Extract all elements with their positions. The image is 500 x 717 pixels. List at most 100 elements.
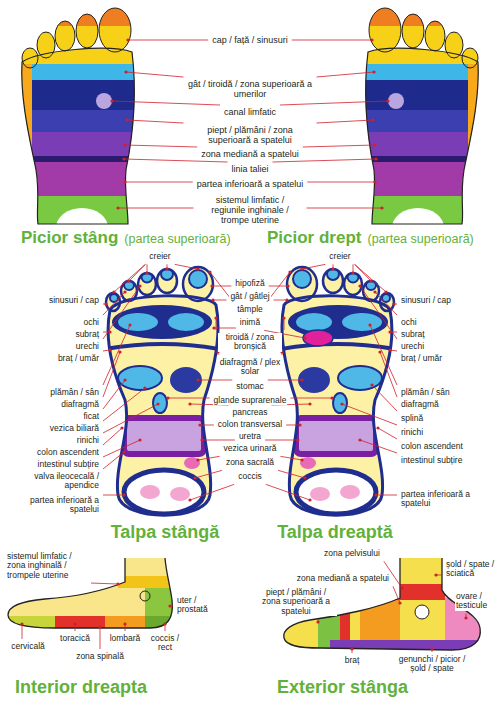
region-label: partea inferioară a spatelui xyxy=(20,496,100,515)
leader-dot xyxy=(188,402,191,405)
leader-dot xyxy=(123,378,126,381)
leader-line xyxy=(103,495,124,496)
section-heading: Talpa stângă xyxy=(110,523,221,543)
leader-line xyxy=(175,264,198,269)
leader-line xyxy=(200,425,214,426)
leader-line xyxy=(307,208,383,209)
region-label: tiroidă / zona bronșică xyxy=(218,333,282,352)
section-heading: Picior stâng xyxy=(20,229,119,248)
leader-line xyxy=(127,120,184,123)
leader-dot xyxy=(303,336,306,339)
leader-line xyxy=(195,470,222,478)
leader-line xyxy=(372,385,397,411)
region-label: diafragmă xyxy=(60,400,100,409)
region-label: toracică xyxy=(59,634,91,643)
region-label: zona mediană a spatelui xyxy=(200,150,300,160)
leader-dot xyxy=(300,378,303,381)
leader-dot xyxy=(288,270,291,273)
region-label: genunchi / picior / șold / spate xyxy=(391,655,473,674)
leader-dot xyxy=(188,498,191,501)
region-label: stomac xyxy=(235,382,264,391)
leader-dot xyxy=(285,298,288,301)
region-label: diafragmă xyxy=(400,400,440,409)
leader-dot xyxy=(298,423,301,426)
leader-dot xyxy=(210,284,213,287)
leader-line xyxy=(265,440,298,441)
section-subheading: (partea superioară) xyxy=(123,233,231,247)
leader-line xyxy=(118,208,194,209)
leader-line xyxy=(190,484,234,500)
leader-dot xyxy=(350,647,353,650)
leader-dot xyxy=(369,279,372,282)
region-label: ficat xyxy=(82,412,100,421)
leader-dot xyxy=(116,206,119,209)
leader-dot xyxy=(198,423,201,426)
region-label: gât / gâtlej xyxy=(229,292,270,301)
leader-line xyxy=(370,325,397,385)
leader-dot xyxy=(122,450,125,453)
leader-line xyxy=(360,286,397,339)
leader-line xyxy=(378,428,397,439)
leader-dot xyxy=(331,267,334,270)
leader-dot xyxy=(165,267,168,270)
leader-line xyxy=(202,440,235,441)
leader-line xyxy=(168,398,210,399)
leader-line xyxy=(280,101,388,105)
leader-dot xyxy=(300,267,303,270)
leader-dot xyxy=(196,458,199,461)
region-label: canal limfatic xyxy=(223,108,277,118)
region-label: braț xyxy=(344,656,361,665)
section-heading: Talpa dreaptă xyxy=(276,523,394,543)
leader-dot xyxy=(430,647,433,650)
region-label: zona pelvisului xyxy=(323,549,381,558)
leader-line xyxy=(280,456,302,460)
leader-dot xyxy=(370,38,373,41)
leader-line xyxy=(360,440,397,453)
leader-line xyxy=(290,398,332,399)
leader-dot xyxy=(156,402,159,405)
region-label: colon transversal xyxy=(217,420,283,429)
region-label: urechi xyxy=(400,342,425,351)
leader-dot xyxy=(316,620,319,623)
leader-dot xyxy=(286,284,289,287)
leader-dot xyxy=(120,426,123,429)
leader-dot xyxy=(123,290,126,293)
leader-line xyxy=(103,286,140,339)
right-foot-top xyxy=(360,0,500,248)
region-label: linia taliei xyxy=(230,165,269,175)
leader-dot xyxy=(400,586,403,589)
region-label: vezica urinară xyxy=(223,444,278,453)
leader-line xyxy=(342,404,397,425)
region-label: sistemul limfatic / regiunile inghinale … xyxy=(197,196,304,226)
leader-dot xyxy=(200,438,203,441)
leader-dot xyxy=(296,438,299,441)
leader-dot xyxy=(112,290,115,293)
leader-line xyxy=(126,72,184,77)
leader-dot xyxy=(368,323,371,326)
region-label: sinusuri / cap xyxy=(400,296,452,305)
region-label: intestinul subțire xyxy=(37,460,100,469)
leader-line xyxy=(198,456,220,460)
leader-dot xyxy=(138,284,141,287)
region-label: cervicală xyxy=(10,642,46,651)
leader-line xyxy=(214,328,236,329)
leader-dot xyxy=(380,206,383,209)
leader-line xyxy=(100,627,101,649)
leader-dot xyxy=(126,38,129,41)
leader-line xyxy=(125,182,193,183)
leader-dot xyxy=(127,279,130,282)
leader-dot xyxy=(118,350,121,353)
leader-dot xyxy=(123,143,126,146)
leader-dot xyxy=(168,604,171,607)
section-heading: Exterior stânga xyxy=(276,678,409,698)
region-label: coccis xyxy=(237,472,263,481)
leader-line xyxy=(286,425,300,426)
leader-dot xyxy=(434,573,437,576)
region-label: coccis / rect xyxy=(144,634,186,653)
leader-dot xyxy=(108,348,111,351)
region-label: lombară xyxy=(109,634,142,643)
region-label: hipofiză xyxy=(234,279,265,288)
leader-dot xyxy=(163,622,166,625)
region-label: zona spinală xyxy=(75,652,125,661)
leader-dot xyxy=(370,383,373,386)
